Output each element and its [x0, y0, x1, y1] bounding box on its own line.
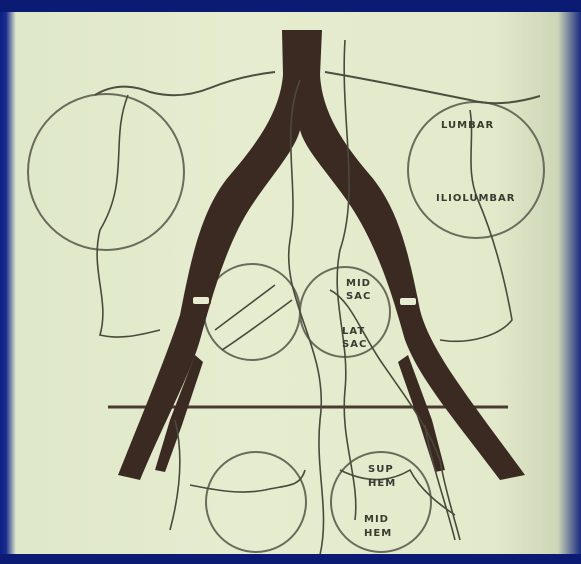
- label-sup-hem-2: HEM: [368, 478, 396, 489]
- circle-mid-left: [204, 264, 300, 360]
- label-lat-sac-2: SAC: [342, 339, 367, 350]
- left-clamp: [192, 296, 210, 305]
- circle-upper-left: [28, 94, 184, 250]
- label-mid-hem-2: HEM: [364, 528, 392, 539]
- label-mid-sac-1: MID: [346, 278, 371, 289]
- label-lat-sac-1: LAT: [342, 326, 365, 337]
- right-clamp: [399, 297, 417, 306]
- bottom-border: [0, 554, 581, 564]
- circle-low-left: [206, 452, 306, 552]
- label-mid-sac-2: SAC: [346, 291, 371, 302]
- label-iliolumbar: ILIOLUMBAR: [436, 193, 515, 204]
- label-lumbar: LUMBAR: [441, 120, 494, 131]
- label-mid-hem-1: MID: [364, 514, 389, 525]
- label-sup-hem-1: SUP: [368, 464, 394, 475]
